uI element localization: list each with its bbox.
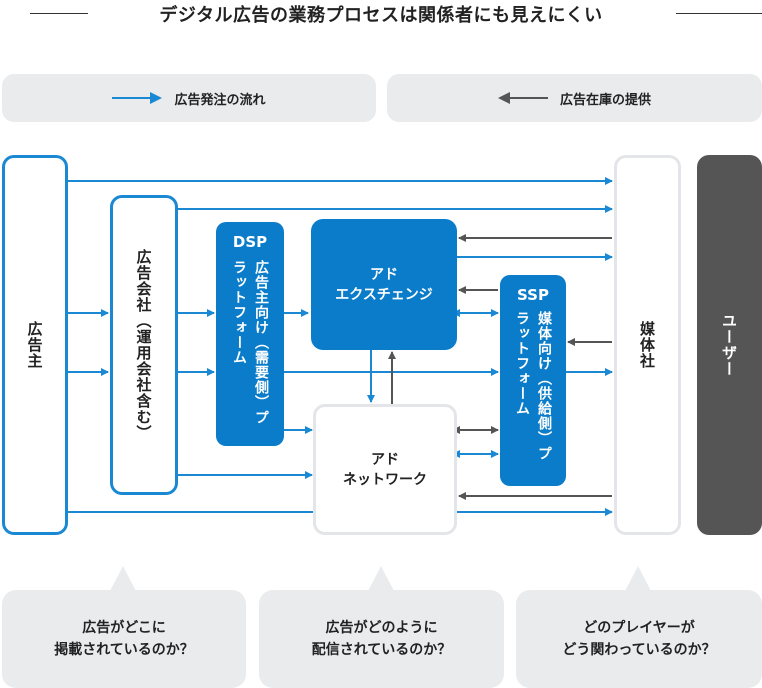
ssp-title: SSP [517, 286, 549, 304]
bubble-pointer-2 [368, 566, 394, 591]
legend-flow: 広告発注の流れ [2, 74, 376, 122]
question-bubble-3: どのプレイヤーが どう関わっているのか？ [516, 590, 762, 688]
question-1-line1: 広告がどこに [82, 620, 166, 636]
question-2-line1: 広告がどのように [325, 620, 438, 636]
question-3-line2: どう関わっているのか？ [562, 642, 716, 658]
publisher-label: 媒体社 [638, 321, 656, 369]
exchange-label-line2: エクスチェンジ [335, 286, 433, 303]
ssp-description: 媒体向け（供給側）プラットフォーム [514, 311, 552, 461]
dsp-title: DSP [232, 233, 268, 251]
gray-arrow-icon [497, 92, 548, 104]
legend-inventory-label: 広告在庫の提供 [559, 92, 651, 108]
network-label-line2: ネットワーク [343, 471, 427, 488]
title-rule-left [30, 13, 88, 14]
node-dsp: DSP 広告主向け（需要側）プラットフォーム [216, 222, 284, 446]
title-rule-right [676, 13, 762, 14]
node-ssp: SSP 媒体向け（供給側）プラットフォーム [500, 275, 566, 486]
network-label-line1: アド [371, 451, 399, 468]
question-2-line2: 配信されているのか？ [311, 642, 452, 658]
legend-flow-label: 広告発注の流れ [174, 92, 266, 108]
node-publisher: 媒体社 [614, 155, 681, 535]
bubble-pointer-1 [110, 566, 136, 591]
user-label: ユーザー [720, 313, 738, 377]
exchange-label-line1: アド [370, 266, 398, 283]
diagram-title-row: デジタル広告の業務プロセスは関係者にも見えにくい [0, 0, 762, 28]
legend-inventory: 広告在庫の提供 [387, 74, 762, 122]
bubble-pointer-3 [625, 566, 651, 591]
agency-label: 広告会社（運用会社含む） [134, 249, 153, 441]
node-agency: 広告会社（運用会社含む） [110, 195, 178, 495]
diagram-title: デジタル広告の業務プロセスは関係者にも見えにくい [147, 1, 615, 27]
question-bubble-2: 広告がどのように 配信されているのか？ [259, 590, 504, 688]
node-ad-network: アド ネットワーク [313, 404, 457, 535]
question-3-line1: どのプレイヤーが [583, 620, 695, 636]
node-ad-exchange: アド エクスチェンジ [311, 219, 457, 350]
node-advertiser: 広告主 [2, 155, 68, 535]
blue-arrow-icon [112, 92, 163, 104]
advertiser-label: 広告主 [25, 321, 44, 369]
question-bubble-1: 広告がどこに 掲載されているのか？ [2, 590, 246, 688]
node-user: ユーザー [697, 155, 762, 535]
question-1-line2: 掲載されているのか？ [54, 642, 194, 658]
dsp-description: 広告主向け（需要側）プラットフォーム [231, 260, 269, 425]
